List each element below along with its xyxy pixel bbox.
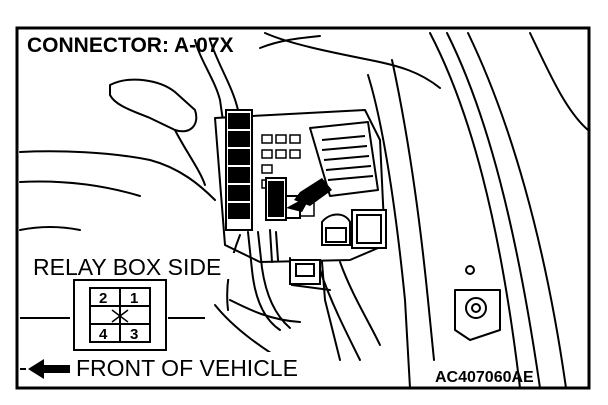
front-arrow xyxy=(20,359,70,379)
small-bolt xyxy=(465,265,475,275)
engine-bay-structure xyxy=(19,32,589,389)
connector-location xyxy=(265,177,301,221)
pin-4: 4 xyxy=(99,326,108,343)
front-of-vehicle-label: FRONT OF VEHICLE xyxy=(76,355,298,381)
relays xyxy=(321,209,387,249)
pin-1: 1 xyxy=(130,290,138,307)
connector-title: CONNECTOR: A-07X xyxy=(27,34,234,57)
pin-2: 2 xyxy=(99,290,107,307)
lower-connector xyxy=(289,259,321,285)
connector-pin-diagram: 2 1 4 3 xyxy=(20,279,205,351)
pointer-arrow xyxy=(286,178,332,212)
relay-box-side-label: RELAY BOX SIDE xyxy=(33,254,221,280)
figure-code: AC407060AE xyxy=(435,369,534,386)
fuse-column xyxy=(225,109,253,231)
mounting-bolt xyxy=(465,297,487,319)
pin-3: 3 xyxy=(130,326,138,343)
